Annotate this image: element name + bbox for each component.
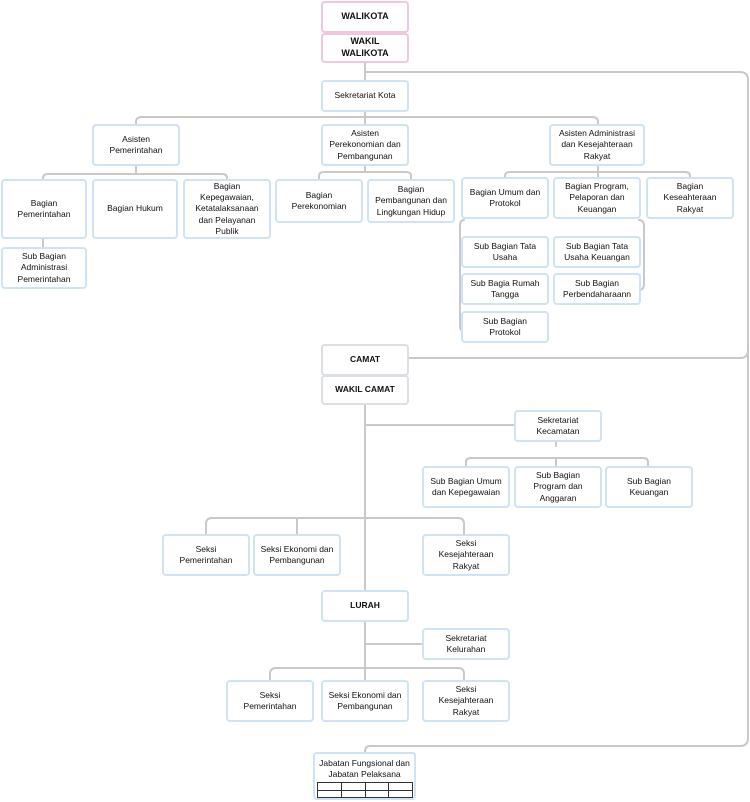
seksi-pemerintahan-kelurahan-box: Seksi Pemerintahan (226, 680, 314, 722)
asisten-pemerintahan-label: Asisten Pemerintahan (109, 133, 163, 155)
asisten-pemerintahan-box: Asisten Pemerintahan (92, 124, 180, 166)
asisten-administrasi-box: Asisten Administrasi dan Kesejahteraan R… (549, 124, 645, 166)
sub-program-anggaran-label: Sub Bagian Program dan Anggaran (533, 470, 583, 503)
seksi-ekonomi-kecamatan-label: Seksi Ekonomi dan Pembangunan (260, 543, 334, 565)
sub-tata-usaha-keuangan-label: Sub Bagian Tata Usaha Keuangan (564, 240, 630, 262)
sekretariat-kelurahan-label: Sekretariat Kelurahan (445, 632, 487, 654)
wakil-walikota-label: WAKIL WALIKOTA (341, 36, 389, 58)
jabatan-table-column (340, 783, 365, 797)
sekretariat-kecamatan-box: Sekretariat Kecamatan (514, 410, 602, 442)
seksi-kesejahteraan-kecamatan-label: Seksi Kesejahteraan Rakyat (438, 538, 494, 571)
seksi-ekonomi-kelurahan-label: Seksi Ekonomi dan Pembangunan (328, 689, 402, 711)
sub-protokol-box: Sub Bagian Protokol (461, 311, 549, 343)
walikota-label: WALIKOTA (341, 11, 389, 22)
bagian-perekonomian-label: Bagian Perekonomian (291, 189, 347, 211)
bagian-program-box: Bagian Program, Pelaporan dan Keuangan (553, 177, 641, 219)
bagian-pemerintahan-box: Bagian Pemerintahan (1, 179, 87, 239)
jabatan-fungsional-label: Jabatan Fungsional dan Jabatan Pelaksana (319, 758, 410, 780)
sekretariat-kota-label: Sekretariat Kota (334, 90, 396, 101)
sub-umum-kepegawaian-label: Sub Bagian Umum dan Kepegawaian (430, 475, 502, 497)
bagian-umum-label: Bagian Umum dan Protokol (469, 186, 541, 208)
seksi-kesejahteraan-kecamatan-box: Seksi Kesejahteraan Rakyat (422, 534, 510, 576)
wakil-camat-label: WAKIL CAMAT (335, 384, 395, 395)
bagian-pembangunan-label: Bagian Pembangunan dan Lingkungan Hidup (375, 184, 447, 217)
sub-keuangan-label: Sub Bagian Keuangan (627, 475, 671, 497)
asisten-administrasi-label: Asisten Administrasi dan Kesejahteraan R… (558, 128, 636, 161)
bagian-kepegawaian-label: Bagian Kepegawaian, Ketatalaksanaan dan … (195, 181, 259, 236)
sekretariat-kelurahan-box: Sekretariat Kelurahan (422, 628, 510, 660)
bagian-pemerintahan-label: Bagian Pemerintahan (17, 197, 71, 219)
wakil-camat-box: WAKIL CAMAT (321, 375, 409, 405)
sub-perbendaharaan-label: Sub Bagian Perbendaharaann (562, 277, 632, 299)
lurah-label: LURAH (350, 600, 380, 611)
sub-tata-usaha-box: Sub Bagian Tata Usaha (461, 236, 549, 268)
bagian-program-label: Bagian Program, Pelaporan dan Keuangan (565, 181, 629, 214)
sekretariat-kecamatan-label: Sekretariat Kecamatan (536, 414, 580, 436)
asisten-perekonomian-box: Asisten Perekonomian dan Pembangunan (321, 124, 409, 166)
seksi-pemerintahan-kelurahan-label: Seksi Pemerintahan (243, 689, 297, 711)
camat-label: CAMAT (349, 354, 381, 365)
seksi-pemerintahan-kecamatan-box: Seksi Pemerintahan (162, 534, 250, 576)
sub-protokol-label: Sub Bagian Protokol (483, 315, 527, 337)
sub-keuangan-box: Sub Bagian Keuangan (605, 466, 693, 508)
jabatan-table-column (318, 783, 341, 797)
bagian-umum-box: Bagian Umum dan Protokol (461, 177, 549, 219)
seksi-kesejahteraan-kelurahan-label: Seksi Kesejahteraan Rakyat (438, 684, 494, 717)
sub-program-anggaran-box: Sub Bagian Program dan Anggaran (514, 466, 602, 508)
camat-box: CAMAT (321, 344, 409, 376)
bagian-hukum-box: Bagian Hukum (92, 179, 178, 239)
jabatan-table-column (364, 783, 389, 797)
sub-tata-usaha-keuangan-box: Sub Bagian Tata Usaha Keuangan (553, 236, 641, 268)
asisten-perekonomian-label: Asisten Perekonomian dan Pembangunan (329, 128, 401, 161)
jabatan-fungsional-box: Jabatan Fungsional dan Jabatan Pelaksana (313, 752, 416, 800)
lurah-box: LURAH (321, 590, 409, 622)
sub-tata-usaha-label: Sub Bagian Tata Usaha (473, 240, 537, 262)
sub-umum-kepegawaian-box: Sub Bagian Umum dan Kepegawaian (422, 466, 510, 508)
jabatan-table-grid (317, 782, 413, 798)
jabatan-table-column (388, 783, 412, 797)
bagian-kesejahteraan-label: Bagian Keseahteraan Rakyat (663, 181, 717, 214)
seksi-ekonomi-kecamatan-box: Seksi Ekonomi dan Pembangunan (253, 534, 341, 576)
sub-rumah-tangga-box: Sub Bagia Rumah Tangga (461, 273, 549, 305)
walikota-box: WALIKOTA (321, 1, 409, 33)
bagian-pembangunan-box: Bagian Pembangunan dan Lingkungan Hidup (367, 179, 455, 223)
sub-rumah-tangga-label: Sub Bagia Rumah Tangga (470, 277, 540, 299)
wakil-walikota-box: WAKIL WALIKOTA (321, 33, 409, 63)
sekretariat-kota-box: Sekretariat Kota (321, 80, 409, 112)
sub-perbendaharaan-box: Sub Bagian Perbendaharaann (553, 273, 641, 305)
seksi-ekonomi-kelurahan-box: Seksi Ekonomi dan Pembangunan (321, 680, 409, 722)
seksi-pemerintahan-kecamatan-label: Seksi Pemerintahan (179, 543, 233, 565)
sub-bagian-administrasi-pemerintahan-box: Sub Bagian Administrasi Pemerintahan (1, 247, 87, 289)
sub-bagian-administrasi-pemerintahan-label: Sub Bagian Administrasi Pemerintahan (17, 251, 71, 284)
seksi-kesejahteraan-kelurahan-box: Seksi Kesejahteraan Rakyat (422, 680, 510, 722)
bagian-hukum-label: Bagian Hukum (107, 203, 163, 214)
bagian-kesejahteraan-box: Bagian Keseahteraan Rakyat (646, 177, 734, 219)
bagian-perekonomian-box: Bagian Perekonomian (275, 179, 363, 223)
bagian-kepegawaian-box: Bagian Kepegawaian, Ketatalaksanaan dan … (183, 179, 271, 239)
